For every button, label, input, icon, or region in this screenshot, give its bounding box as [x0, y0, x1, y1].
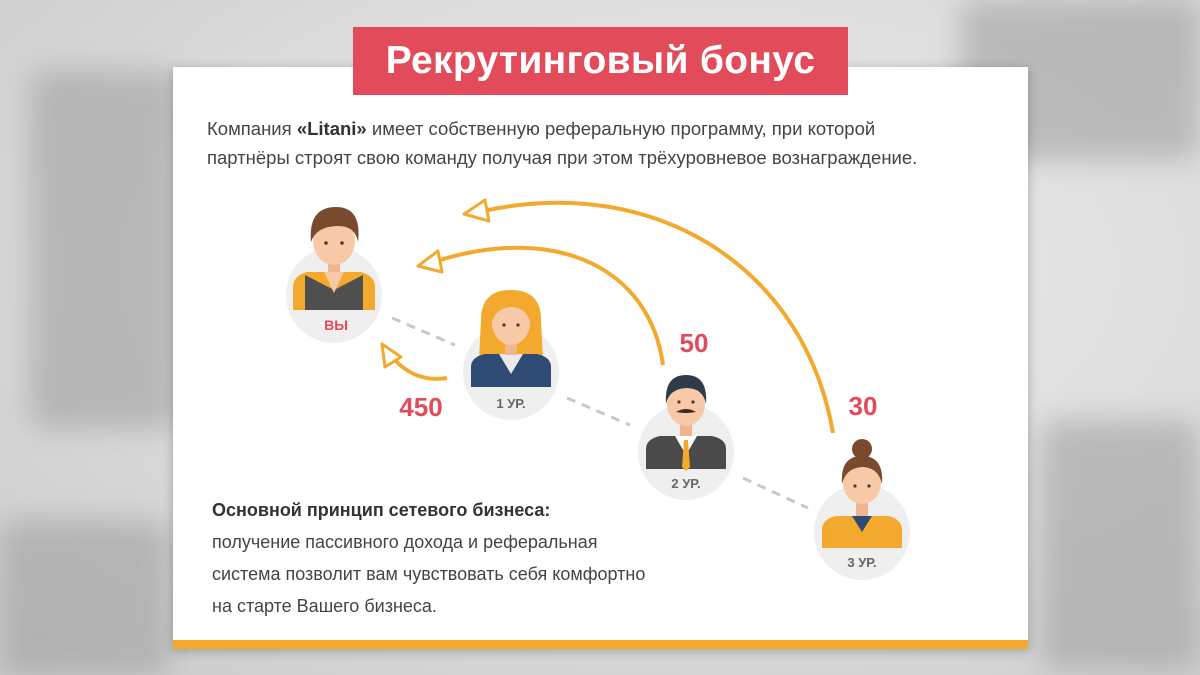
node-label-level3: 3 УР.	[847, 555, 876, 570]
principle-line-3: на старте Вашего бизнеса.	[212, 596, 437, 616]
title-banner: Рекрутинговый бонус	[353, 27, 848, 95]
node-level2: 2 УР.	[638, 375, 734, 500]
intro-text: Компания «Litani» имеет собственную рефе…	[207, 114, 997, 172]
woman-bun-avatar-icon	[822, 439, 902, 548]
man-mustache-avatar-icon	[646, 375, 726, 471]
bonus-value-level2: 50	[680, 328, 709, 358]
page-title: Рекрутинговый бонус	[385, 39, 816, 82]
card-bottom-bar	[173, 640, 1028, 649]
bg-shape	[0, 520, 170, 675]
arrowhead-level3	[462, 198, 491, 223]
woman-avatar-icon	[471, 290, 551, 387]
node-label-level2: 2 УР.	[671, 476, 700, 491]
bonus-value-level1: 450	[399, 392, 442, 422]
arrowhead-level2	[416, 249, 444, 274]
intro-line1-before: Компания	[207, 118, 297, 139]
intro-line1-after: имеет собственную реферальную программу,…	[366, 118, 876, 139]
connector-you-level1	[391, 316, 456, 347]
node-you: ВЫ	[286, 207, 382, 343]
node-level1: 1 УР.	[463, 290, 559, 420]
connector-level2-level3	[742, 476, 809, 510]
arrow-level2-to-you	[439, 245, 665, 366]
principle-line-2: система позволит вам чувствовать себя ко…	[212, 564, 646, 584]
arrowhead-level1	[380, 342, 403, 369]
company-name: «Litani»	[296, 118, 367, 139]
node-label-level1: 1 УР.	[496, 396, 525, 411]
principle-line-1: получение пассивного дохода и реферальна…	[212, 532, 598, 552]
principle-heading: Основной принцип сетевого бизнеса	[212, 500, 545, 520]
principle-colon: :	[544, 500, 551, 520]
node-label-you: ВЫ	[324, 317, 348, 333]
bg-shape	[1040, 420, 1200, 670]
man-avatar-icon	[293, 207, 375, 310]
intro-line2: партнёры строят свою команду получая при…	[207, 147, 918, 168]
principle-text: Основной принцип сетевого бизнеса: получ…	[212, 494, 732, 622]
connector-level1-level2	[566, 396, 631, 427]
arrow-level3-to-you	[487, 200, 835, 434]
bonus-value-level3: 30	[849, 391, 878, 421]
node-level3: 3 УР.	[814, 439, 910, 580]
arrow-level1-to-you	[390, 355, 448, 381]
bg-shape	[30, 70, 180, 430]
